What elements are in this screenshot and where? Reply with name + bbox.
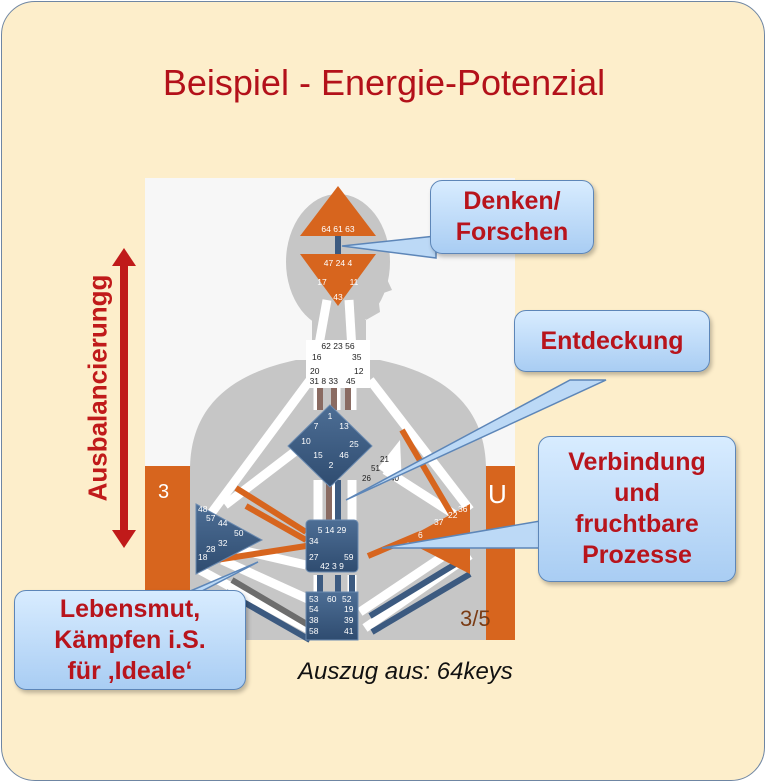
- svg-text:48: 48: [198, 504, 208, 514]
- svg-text:7: 7: [314, 421, 319, 431]
- svg-text:40: 40: [390, 474, 399, 483]
- entdeckung-pointer: [345, 379, 607, 501]
- svg-text:42 3 9: 42 3 9: [320, 561, 344, 571]
- balance-vertical-label: Ausbalancierungg: [82, 274, 113, 502]
- svg-text:62 23 56: 62 23 56: [321, 341, 354, 351]
- right-letter: U: [488, 479, 507, 509]
- svg-text:41: 41: [344, 626, 354, 636]
- callout-denken: Denken/ Forschen: [430, 180, 594, 254]
- svg-text:35: 35: [352, 352, 362, 362]
- svg-text:5 14 29: 5 14 29: [318, 525, 347, 535]
- callout-entdeckung: Entdeckung: [514, 310, 710, 372]
- ajna-center: 47 24 4 17 11 43: [300, 254, 376, 306]
- balance-double-arrow: [112, 248, 136, 548]
- sacral-center: 5 14 29 34 27 59 42 3 9: [305, 519, 359, 573]
- svg-text:47 24 4: 47 24 4: [324, 258, 353, 268]
- svg-text:46: 46: [339, 450, 349, 460]
- callout-lebensmut-text: Lebensmut, Kämpfen i.S. für ‚Ideale‘: [54, 594, 206, 685]
- svg-text:2: 2: [329, 460, 334, 470]
- svg-text:16: 16: [312, 352, 322, 362]
- svg-text:44: 44: [218, 518, 228, 528]
- callout-denken-text: Denken/ Forschen: [455, 187, 569, 246]
- svg-text:57: 57: [206, 513, 216, 523]
- callout-verbindung-text: Verbindung und fruchtbare Prozesse: [568, 448, 706, 569]
- svg-text:31 8 33: 31 8 33: [310, 376, 339, 386]
- svg-text:28: 28: [206, 544, 216, 554]
- svg-text:45: 45: [346, 376, 356, 386]
- svg-text:34: 34: [309, 536, 319, 546]
- svg-text:38: 38: [309, 615, 319, 625]
- svg-text:1: 1: [328, 411, 333, 421]
- svg-text:25: 25: [349, 439, 359, 449]
- svg-text:21: 21: [380, 455, 389, 464]
- source-caption: Auszug aus: 64keys: [298, 658, 513, 685]
- left-number: 3: [158, 481, 169, 503]
- svg-text:58: 58: [309, 626, 319, 636]
- svg-text:37: 37: [434, 517, 444, 527]
- svg-text:50: 50: [234, 528, 244, 538]
- svg-text:36: 36: [458, 504, 468, 514]
- svg-text:59: 59: [344, 552, 354, 562]
- head-gates: 64 61 63: [321, 224, 354, 234]
- svg-text:27: 27: [309, 552, 319, 562]
- callout-entdeckung-text: Entdeckung: [540, 326, 684, 355]
- svg-text:26: 26: [362, 474, 371, 483]
- svg-text:22: 22: [448, 510, 458, 520]
- page-title: Beispiel - Energie-Potenzial: [162, 62, 606, 103]
- svg-text:13: 13: [339, 421, 349, 431]
- spleen-center: 48 57 44 50 32 28 18: [195, 503, 264, 575]
- callout-lebensmut: Lebensmut, Kämpfen i.S. für ‚Ideale‘: [14, 590, 246, 690]
- profile-label: 3/5: [460, 606, 491, 631]
- svg-text:6: 6: [418, 530, 423, 540]
- svg-text:10: 10: [301, 436, 311, 446]
- svg-text:60: 60: [327, 594, 337, 604]
- svg-text:52: 52: [342, 594, 352, 604]
- root-center: 53 54 38 58 60 52 19 39 41: [305, 591, 359, 641]
- svg-text:12: 12: [354, 366, 364, 376]
- svg-text:18: 18: [198, 552, 208, 562]
- head-center: 64 61 63: [300, 186, 376, 236]
- svg-text:19: 19: [344, 604, 354, 614]
- svg-text:11: 11: [350, 277, 359, 287]
- svg-text:54: 54: [309, 604, 319, 614]
- callout-verbindung: Verbindung und fruchtbare Prozesse: [538, 436, 736, 582]
- defined-channels: [215, 232, 472, 643]
- svg-text:51: 51: [371, 464, 380, 473]
- svg-text:20: 20: [310, 366, 320, 376]
- g-center: 1 7 13 10 25 15 46 2: [287, 404, 373, 488]
- svg-text:43: 43: [333, 292, 343, 302]
- svg-text:39: 39: [344, 615, 354, 625]
- svg-text:32: 32: [218, 538, 228, 548]
- throat-center: 62 23 56 16 35 20 12 45 31 8 33: [306, 340, 370, 388]
- svg-text:15: 15: [313, 450, 323, 460]
- svg-text:53: 53: [309, 594, 319, 604]
- svg-text:17: 17: [317, 277, 327, 287]
